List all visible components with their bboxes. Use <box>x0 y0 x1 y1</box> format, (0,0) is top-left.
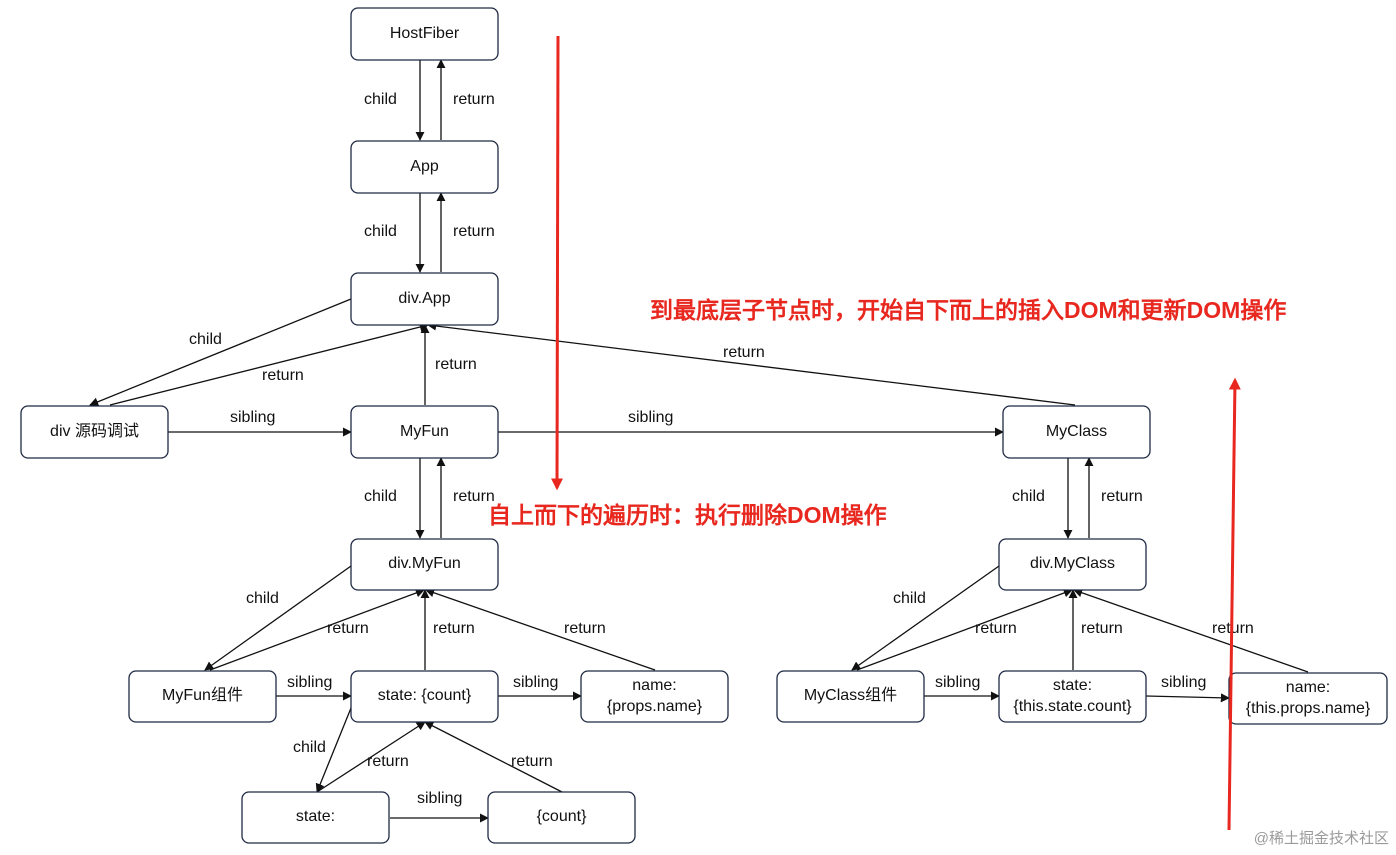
node-myclass-component: MyClass组件 <box>776 670 925 723</box>
label-sibling: sibling <box>1161 674 1206 691</box>
node-label: App <box>410 158 439 175</box>
node-count-leaf: {count} <box>487 791 636 844</box>
bottom-up-arrow <box>1227 377 1241 831</box>
label-return: return <box>1101 488 1143 505</box>
edge-myclass-divapp-return <box>427 321 1076 406</box>
edge-countleaf-statecount-return <box>424 721 563 793</box>
label-child: child <box>246 590 279 607</box>
node-label: state: <box>296 808 335 825</box>
node-state-leaf: state: <box>241 791 390 844</box>
node-div-myclass: div.MyClass <box>998 538 1147 591</box>
label-return: return <box>511 753 553 770</box>
label-return: return <box>453 223 495 240</box>
node-label: MyFun <box>400 423 449 440</box>
label-return: return <box>453 488 495 505</box>
node-label-line2: {this.state.count} <box>1013 698 1132 715</box>
edges <box>89 59 1309 823</box>
label-return: return <box>435 356 477 373</box>
label-child: child <box>893 590 926 607</box>
node-name-props: name: {props.name} <box>580 670 729 723</box>
edge-statethis-namethis-sibling <box>1145 693 1230 703</box>
node-myclass: MyClass <box>1002 405 1151 459</box>
label-return: return <box>262 367 304 384</box>
node-hostfiber: HostFiber <box>350 7 499 61</box>
label-return: return <box>327 620 369 637</box>
label-sibling: sibling <box>513 674 558 691</box>
edge-stateleaf-statecount-return <box>316 721 426 793</box>
edge-nameprops-divmyfun-return <box>425 588 656 671</box>
node-label: div.MyClass <box>1030 555 1115 572</box>
node-label-line2: {this.props.name} <box>1246 700 1371 717</box>
top-down-note: 自上而下的遍历时：执行删除DOM操作 <box>488 502 887 528</box>
node-label: {count} <box>537 808 587 825</box>
label-child: child <box>293 739 326 756</box>
node-label: div.App <box>398 290 450 307</box>
edge-divmyclass-myclasscomp-child <box>851 565 1000 671</box>
bottom-up-note: 到最底层子节点时，开始自下而上的插入DOM和更新DOM操作 <box>650 297 1286 323</box>
node-div-myfun: div.MyFun <box>350 538 499 591</box>
node-state-this: state: {this.state.count} <box>998 670 1147 723</box>
edge-divapp-debug-child <box>89 298 352 407</box>
node-label: MyClass <box>1046 423 1107 440</box>
node-label: state: {count} <box>378 687 472 704</box>
node-div-app: div.App <box>350 272 499 326</box>
label-sibling: sibling <box>417 790 462 807</box>
node-label-line1: name: <box>632 677 676 694</box>
label-child: child <box>1012 488 1045 505</box>
node-label: div.MyFun <box>388 555 461 572</box>
node-div-debug: div 源码调试 <box>20 405 169 459</box>
edge-myclasscomp-divmyclass-return <box>856 588 1073 671</box>
label-return: return <box>975 620 1017 637</box>
node-label-line1: state: <box>1053 677 1092 694</box>
edge-statecount-stateleaf-child <box>315 707 352 793</box>
watermark: @稀土掘金技术社区 <box>1254 830 1389 847</box>
node-label: MyClass组件 <box>804 686 897 704</box>
node-label-line1: name: <box>1286 679 1330 696</box>
node-label-line2: {props.name} <box>607 698 703 715</box>
edge-debug-divapp-return <box>109 322 429 406</box>
node-label: MyFun组件 <box>162 686 243 704</box>
nodes: HostFiber App div.App div 源码调试 MyFun MyC… <box>20 7 1388 844</box>
label-sibling: sibling <box>628 409 673 426</box>
annotation-arrows <box>551 35 1241 831</box>
label-child: child <box>189 331 222 348</box>
label-sibling: sibling <box>287 674 332 691</box>
label-child: child <box>364 223 397 240</box>
node-name-this: name: {this.props.name} <box>1228 672 1388 725</box>
edge-labels: child return child return child return r… <box>189 91 1254 807</box>
node-myfun: MyFun <box>350 405 499 459</box>
label-return: return <box>564 620 606 637</box>
node-state-count: state: {count} <box>350 670 499 723</box>
node-label: HostFiber <box>390 25 460 42</box>
label-sibling: sibling <box>935 674 980 691</box>
label-return: return <box>1081 620 1123 637</box>
label-return: return <box>433 620 475 637</box>
label-child: child <box>364 91 397 108</box>
edge-myfuncomp-divmyfun-return <box>209 588 425 671</box>
node-label: div 源码调试 <box>50 422 139 440</box>
label-return: return <box>723 344 765 361</box>
label-return: return <box>367 753 409 770</box>
label-sibling: sibling <box>230 409 275 426</box>
edge-namethis-divmyclass-return <box>1073 588 1309 673</box>
label-child: child <box>364 488 397 505</box>
node-myfun-component: MyFun组件 <box>128 670 277 723</box>
node-app: App <box>350 140 499 194</box>
edge-divmyfun-myfuncomp-child <box>204 565 352 671</box>
label-return: return <box>453 91 495 108</box>
top-down-arrow <box>551 35 564 491</box>
